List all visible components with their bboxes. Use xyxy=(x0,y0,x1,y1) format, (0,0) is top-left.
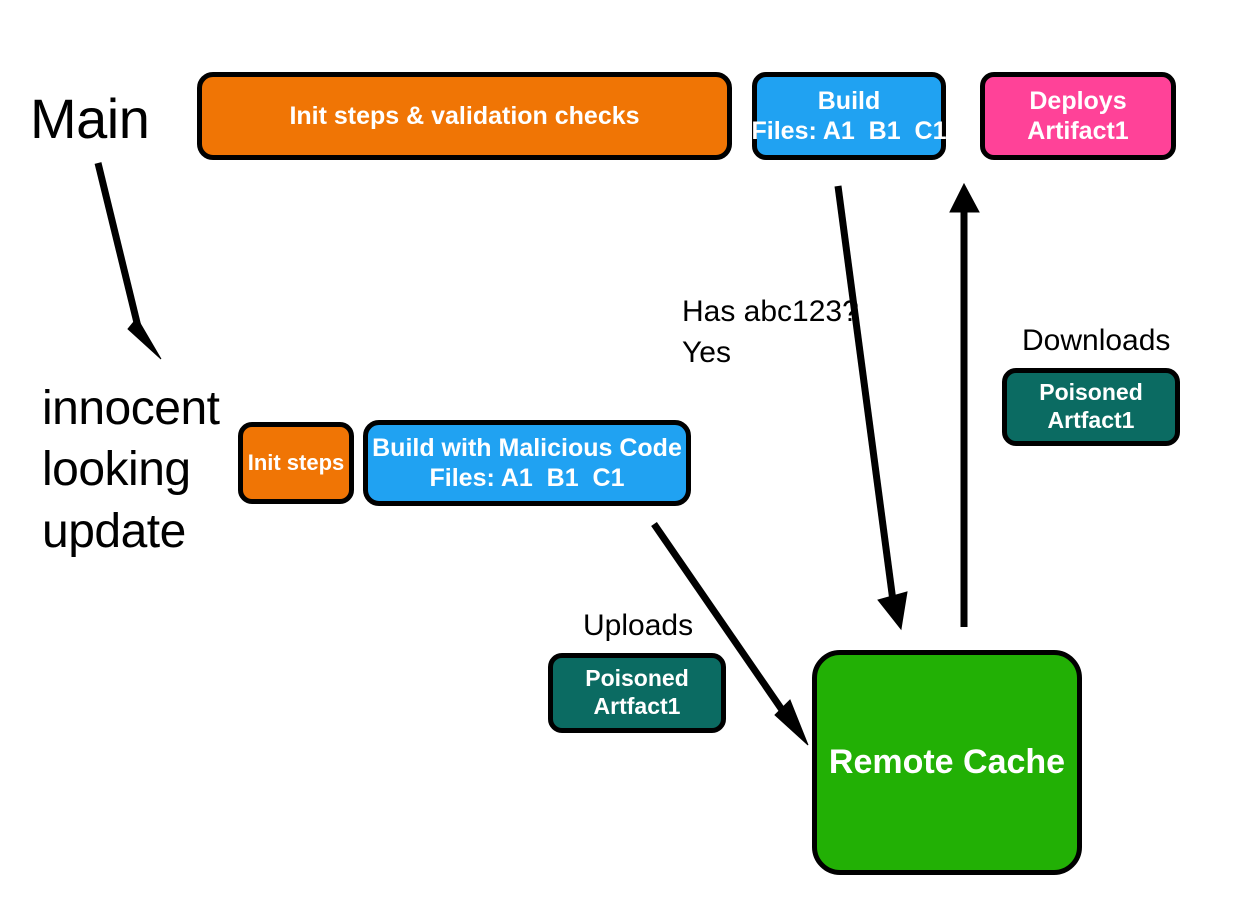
uploads-label: Uploads xyxy=(583,609,694,642)
node-poisoned-artifact-downloaded[interactable]: Poisoned Artfact1 xyxy=(1002,368,1180,446)
node-remote-cache[interactable]: Remote Cache xyxy=(812,650,1082,875)
cache-lookup-label: Has abc123? Yes xyxy=(682,295,859,370)
node-init-steps[interactable]: Init steps xyxy=(238,422,354,504)
branch-label-innocent-update: innocent looking update xyxy=(42,382,220,558)
node-deploys-artifact1[interactable]: Deploys Artifact1 xyxy=(980,72,1176,160)
arrow-build-to-remote-cache xyxy=(834,185,908,631)
branch-label-main: Main xyxy=(30,87,150,150)
node-build-with-malicious-code[interactable]: Build with Malicious Code Files: A1 B1 C… xyxy=(363,420,691,506)
node-build-main[interactable]: Build Files: A1 B1 C1 xyxy=(752,72,947,160)
downloads-label: Downloads xyxy=(1022,324,1171,357)
node-init-steps-validation-checks[interactable]: Init steps & validation checks xyxy=(197,72,732,160)
node-poisoned-artifact-uploaded[interactable]: Poisoned Artfact1 xyxy=(548,653,726,733)
arrow-main-to-innocent xyxy=(94,162,162,360)
arrow-remote-cache-to-deploys xyxy=(949,182,980,627)
